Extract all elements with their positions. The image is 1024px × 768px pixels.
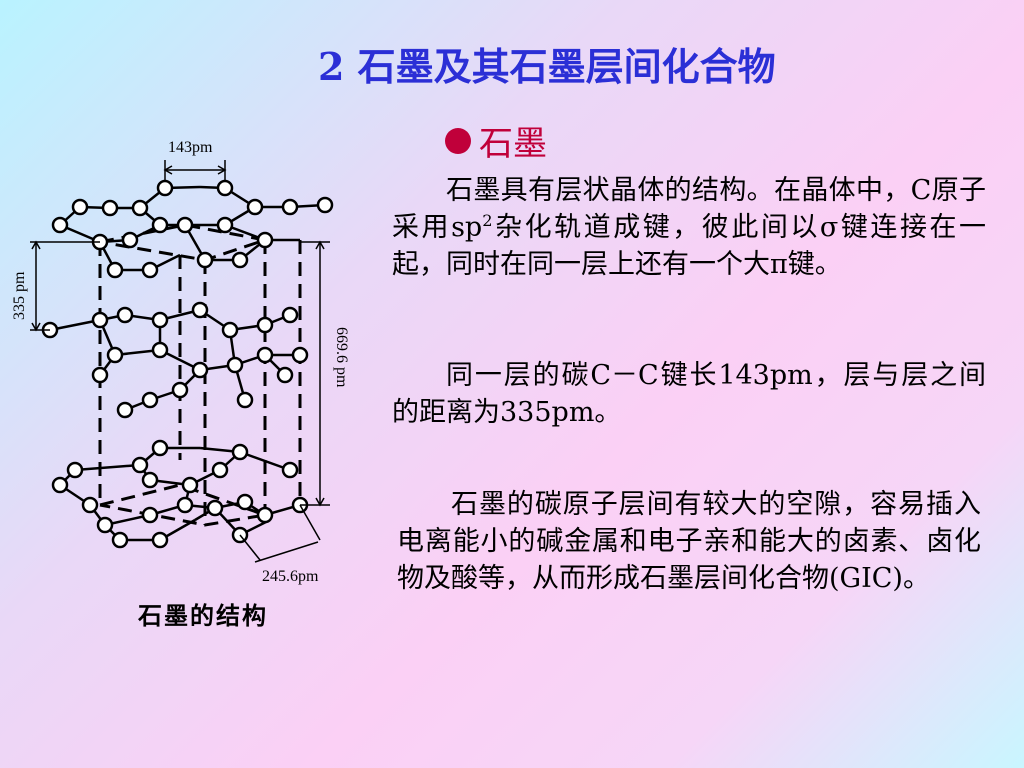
paragraph-bond-length: 同一层的碳C－C键长143pm，层与层之间的距离为335pm。 <box>392 360 986 428</box>
paragraph-structure-part2: 杂化轨道成键，彼此间以σ键连接在一起，同时在同一层上还有一个大π键。 <box>392 212 987 280</box>
label-143pm: 143pm <box>168 139 213 156</box>
section-heading-text: 石墨 <box>479 124 547 164</box>
section-heading: 石墨 <box>445 116 547 165</box>
label-669pm: 669.6 pm <box>333 327 350 388</box>
paragraph-structure: 石墨具有层状晶体的结构。在晶体中，C原子采用sp2杂化轨道成键，彼此间以σ键连接… <box>392 172 986 283</box>
slide-title: 2 石墨及其石墨层间化合物 <box>318 44 776 89</box>
label-335pm: 335 pm <box>11 271 28 320</box>
paragraph-intercalation: 石墨的碳原子层间有较大的空隙，容易插入电离能小的碱金属和电子亲和能大的卤素、卤化… <box>397 489 981 594</box>
label-245pm: 245.6pm <box>262 568 319 585</box>
graphite-structure-diagram: 143pm 335 pm 669.6 pm 245.6pm <box>0 130 380 640</box>
graphite-structure-svg: 143pm 335 pm 669.6 pm 245.6pm <box>11 139 350 585</box>
diagram-caption: 石墨的结构 <box>138 602 268 630</box>
paragraph-structure-part1: 石墨具有层状晶体的结构。在晶体中，C原子采用sp <box>392 175 986 243</box>
bullet-icon <box>445 127 471 154</box>
sp2-superscript: 2 <box>482 211 493 230</box>
